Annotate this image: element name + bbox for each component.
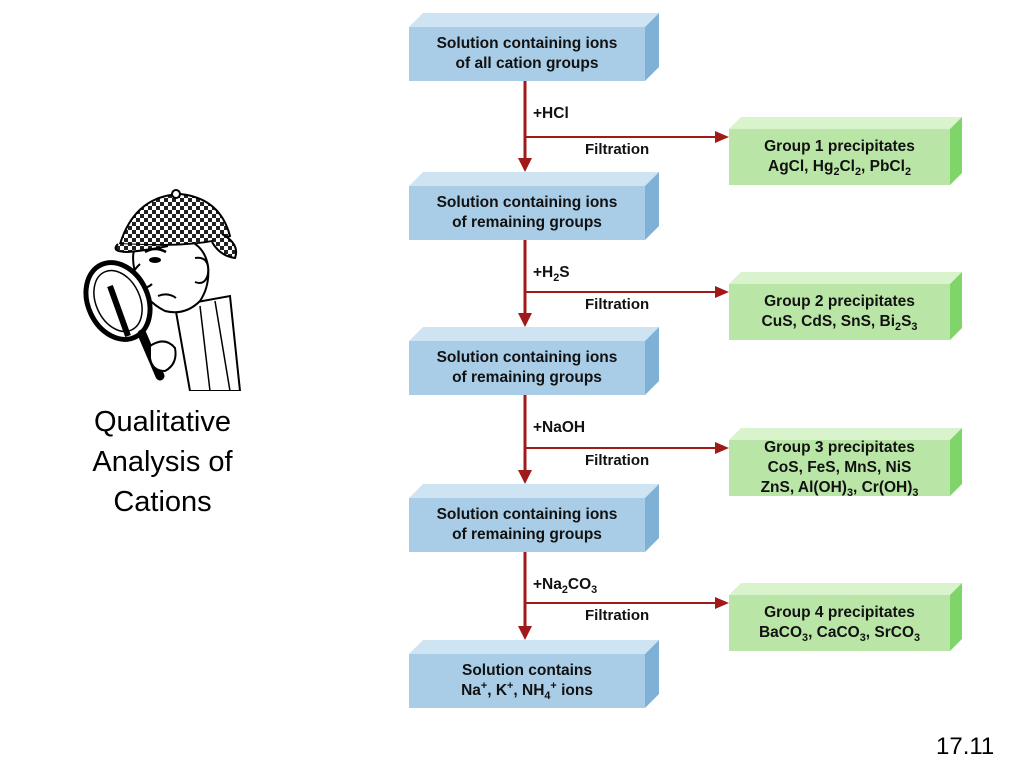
solution-box-front — [409, 27, 645, 81]
cation-analysis-flowchart: Solution containing ions of all cation gr… — [395, 0, 1024, 740]
arrow-head-down — [518, 313, 532, 327]
solution-label-line: of remaining groups — [452, 214, 602, 231]
solution-box-side — [645, 484, 659, 552]
solution-label-line: Solution containing ions — [436, 35, 618, 52]
solution-box-top — [409, 640, 659, 654]
solution-label: Solution containing ions of all cation gr… — [409, 27, 645, 81]
solution-label-line: Na+, K+, NH4+ ions — [461, 679, 593, 703]
slide-title-line: Analysis of — [92, 446, 233, 478]
solution-box-top — [409, 484, 659, 498]
solution-label-line: Solution containing ions — [436, 506, 618, 523]
arrow-head-right — [715, 442, 729, 454]
solution-label-line: of all cation groups — [455, 55, 599, 72]
solution-label-line: Solution contains — [461, 662, 593, 679]
slide-title: Qualitative Analysis of Cations — [55, 402, 270, 522]
solution-label-line: of remaining groups — [452, 369, 602, 386]
filtration-label: Filtration — [585, 296, 650, 313]
group-label-line: Group 4 precipitates — [764, 604, 915, 621]
solution-label: Solution containing ions of remaining gro… — [409, 341, 645, 395]
flowchart-graphics — [409, 13, 962, 708]
solution-box-top — [409, 327, 659, 341]
group-box-front — [729, 284, 950, 340]
group-box-front — [729, 440, 950, 496]
group-label-line: ZnS, Al(OH)3, Cr(OH)3 — [760, 479, 919, 500]
solution-label: Solution containing ions of remaining gro… — [409, 498, 645, 552]
arrow-head-right — [715, 597, 729, 609]
group-box-top — [729, 117, 962, 129]
reagent-label: +HCl — [533, 105, 569, 122]
arrow-head-down — [518, 470, 532, 484]
solution-label-line: of remaining groups — [452, 526, 602, 543]
group-label-line: AgCl, Hg2Cl2, PbCl2 — [768, 158, 911, 179]
solution-label: Solution containing ions of remaining gro… — [409, 186, 645, 240]
group-box-top — [729, 428, 962, 440]
solution-box-side — [645, 172, 659, 240]
group-box-front — [729, 595, 950, 651]
detective-illustration — [83, 189, 242, 391]
solution-box-top — [409, 172, 659, 186]
group-box-top — [729, 272, 962, 284]
solution-label-line: Solution containing ions — [436, 194, 618, 211]
arrow-head-down — [518, 158, 532, 172]
solution-box-front — [409, 341, 645, 395]
solution-box-top — [409, 13, 659, 27]
solution-box-front — [409, 186, 645, 240]
solution-box-front — [409, 654, 645, 708]
reagent-label: +NaOH — [533, 419, 586, 436]
reagent-label: +Na2CO3 — [533, 576, 598, 597]
slide-number: 17.11 — [936, 733, 995, 760]
solution-box-side — [645, 13, 659, 81]
group-label-line: Group 3 precipitates — [764, 439, 915, 456]
group-box-top — [729, 583, 962, 595]
arrow-head-down — [518, 626, 532, 640]
slide-title-line: Qualitative — [93, 406, 231, 438]
solution-box-side — [645, 640, 659, 708]
group-label-line: CuS, CdS, SnS, Bi2S3 — [761, 313, 918, 334]
group-box-side — [950, 428, 962, 496]
slide-title-line: Cations — [113, 486, 212, 518]
group-label-line: CoS, FeS, MnS, NiS — [767, 459, 912, 476]
solution-box-front — [409, 498, 645, 552]
group-box-side — [950, 583, 962, 651]
group-label-line: Group 2 precipitates — [764, 293, 915, 310]
group-box-side — [950, 272, 962, 340]
arrow-head-right — [715, 131, 729, 143]
group-label-line: BaCO3, CaCO3, SrCO3 — [758, 624, 921, 645]
solution-label-line: Solution containing ions — [436, 349, 618, 366]
filtration-label: Filtration — [585, 607, 650, 624]
group-label-line: Group 1 precipitates — [764, 138, 915, 155]
reagent-label: +H2S — [533, 264, 570, 285]
solution-box-side — [645, 327, 659, 395]
group-box-front — [729, 129, 950, 185]
filtration-label: Filtration — [585, 452, 650, 469]
group-box-side — [950, 117, 962, 185]
filtration-label: Filtration — [585, 141, 650, 158]
arrow-head-right — [715, 286, 729, 298]
